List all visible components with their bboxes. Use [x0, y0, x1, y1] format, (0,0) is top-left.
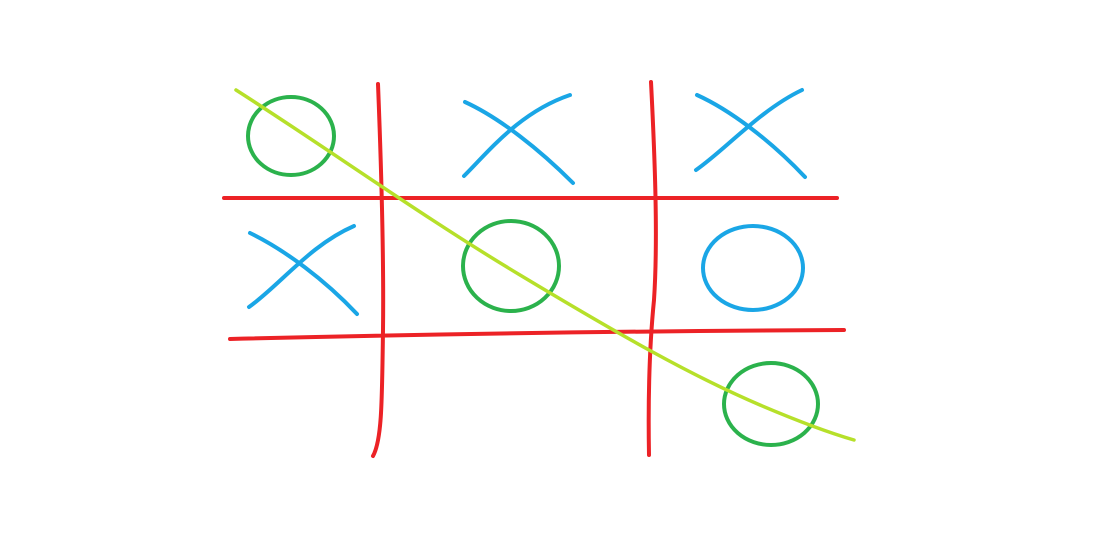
- grid-line-horizontal-bottom: [228, 328, 846, 341]
- x-mark: [247, 224, 356, 309]
- x-mark: [248, 231, 359, 316]
- x-mark: [694, 88, 804, 172]
- o-mark: [461, 219, 561, 313]
- grid-line-horizontal-top: [222, 195, 839, 201]
- cell-r0-c0[interactable]: [246, 95, 336, 177]
- o-mark: [701, 224, 805, 312]
- cell-r1-c1[interactable]: [461, 219, 561, 313]
- x-mark: [463, 100, 575, 185]
- cell-r2-c1[interactable]: [390, 345, 645, 445]
- winning-strike-line: [234, 88, 856, 442]
- cell-r2-c0[interactable]: [235, 345, 375, 445]
- x-mark: [462, 93, 572, 178]
- grid-line-vertical-left: [371, 82, 386, 458]
- empty-cell[interactable]: [390, 345, 645, 445]
- x-mark: [695, 93, 807, 179]
- cell-r0-c2[interactable]: [694, 88, 807, 179]
- cell-r1-c0[interactable]: [247, 224, 359, 316]
- cell-r1-c2[interactable]: [701, 224, 805, 312]
- cell-r2-c2[interactable]: [722, 361, 820, 447]
- grid-line-vertical-right: [646, 80, 658, 457]
- empty-cell[interactable]: [235, 345, 375, 445]
- cell-r0-c1[interactable]: [462, 93, 575, 185]
- o-mark: [246, 95, 336, 177]
- grid: [222, 80, 846, 458]
- o-mark: [722, 361, 820, 447]
